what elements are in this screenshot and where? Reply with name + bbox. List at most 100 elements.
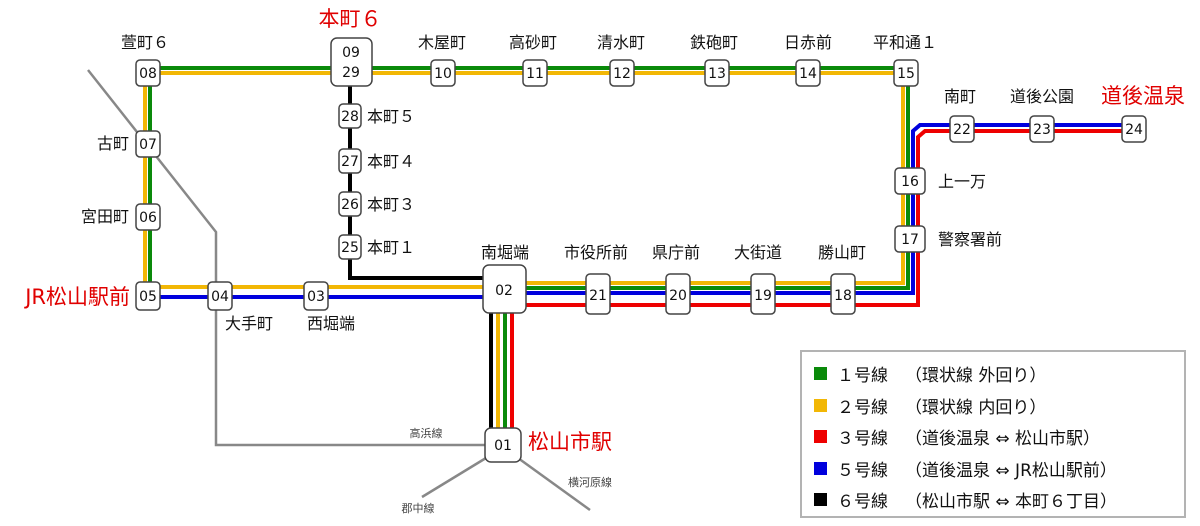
station-code: 10 <box>434 66 452 82</box>
station-07-box <box>135 130 161 158</box>
line-6 <box>348 60 495 445</box>
station-name: 南町 <box>944 87 976 106</box>
legend-line-desc: （環状線 外回り） <box>905 366 1047 387</box>
station-name: 日赤前 <box>784 33 832 52</box>
station-code: 17 <box>901 232 919 248</box>
stations: 01 松山市駅 02 南堀端 03 西堀端 04 大手町 05 JR松山駅前 0… <box>23 7 1185 463</box>
legend-row: ５号線（道後温泉 ⇔ JR松山駅前） <box>814 453 1184 485</box>
station-name-honmachi6: 本町６ <box>319 7 382 31</box>
legend-line-name: ３号線 <box>837 429 888 450</box>
station-code: 26 <box>341 197 359 213</box>
station-11-box <box>522 59 548 87</box>
station-20-box <box>665 273 691 315</box>
station-01-box <box>484 427 522 463</box>
station-04-box <box>207 281 233 311</box>
station-09-29-box <box>330 37 373 87</box>
station-23-box <box>1029 115 1055 143</box>
legend-line-name: ６号線 <box>837 492 888 513</box>
station-code: 08 <box>139 66 157 82</box>
line-5 <box>150 123 1130 299</box>
station-name: 清水町 <box>597 33 645 52</box>
station-code: 03 <box>307 289 325 305</box>
station-name: 鉄砲町 <box>690 33 738 52</box>
station-code: 27 <box>341 154 359 170</box>
station-name: 古町 <box>97 134 129 153</box>
station-name: 本町３ <box>367 195 415 214</box>
station-code: 18 <box>834 288 852 304</box>
station-code: 22 <box>953 122 971 138</box>
station-26-box <box>338 191 362 217</box>
station-27-box <box>338 148 362 174</box>
gunchu-line <box>421 456 487 499</box>
legend-row: ６号線 （松山市駅 ⇔ 本町６丁目） <box>814 484 1184 516</box>
station-06-box <box>135 203 161 231</box>
legend-line-name: ５号線 <box>837 460 888 481</box>
legend-swatch <box>814 398 827 412</box>
station-name: 本町５ <box>367 107 415 126</box>
station-code: 23 <box>1033 122 1051 138</box>
legend-line-name: １号線 <box>837 366 888 387</box>
station-name-jr-matsuyama: JR松山駅前 <box>23 285 130 309</box>
station-code: 04 <box>211 289 229 305</box>
station-14-box <box>795 59 821 87</box>
station-name: 勝山町 <box>818 243 866 262</box>
legend-swatch <box>814 430 827 444</box>
station-code: 02 <box>495 283 513 299</box>
station-25-box <box>338 234 362 260</box>
station-name: 大手町 <box>225 314 273 333</box>
station-name: 県庁前 <box>652 243 700 262</box>
station-19-box <box>750 273 776 315</box>
station-name: 西堀端 <box>307 314 355 333</box>
station-name: 平和通１ <box>873 33 937 52</box>
station-18-box <box>830 273 856 315</box>
station-code: 11 <box>526 66 544 82</box>
station-17-box <box>894 225 926 253</box>
station-code: 06 <box>139 210 157 226</box>
station-code: 13 <box>708 66 726 82</box>
legend-line-desc: （道後温泉 ⇔ 松山市駅） <box>905 429 1101 450</box>
station-name: 大街道 <box>734 243 782 262</box>
station-code: 28 <box>341 109 359 125</box>
station-code: 25 <box>341 240 359 256</box>
legend-row: ３号線 （道後温泉 ⇔ 松山市駅） <box>814 421 1184 453</box>
station-code: 14 <box>799 66 817 82</box>
legend-line-desc: （環状線 内回り） <box>905 397 1047 418</box>
station-code: 24 <box>1125 122 1143 138</box>
station-code: 09 <box>342 45 360 61</box>
station-name: 市役所前 <box>564 243 628 262</box>
station-code: 20 <box>669 288 687 304</box>
station-08-box <box>135 59 161 87</box>
yokogawara-line <box>517 456 591 512</box>
station-code: 29 <box>342 65 360 81</box>
jr-label-yokogawara: 横河原線 <box>568 475 612 489</box>
station-name: 警察署前 <box>938 230 1002 249</box>
legend-swatch <box>814 493 827 507</box>
station-10-box <box>430 59 456 87</box>
station-name: 本町４ <box>367 152 415 171</box>
legend-row: ２号線 （環状線 内回り） <box>814 390 1184 422</box>
station-name-dogo-onsen: 道後温泉 <box>1101 84 1185 108</box>
station-name: 道後公園 <box>1010 87 1074 106</box>
station-name: 上一万 <box>938 172 986 191</box>
legend-line-desc: （松山市駅 ⇔ 本町６丁目） <box>905 492 1118 513</box>
jr-label-takahama: 高浜線 <box>410 426 443 440</box>
station-16-box <box>894 167 926 195</box>
station-code: 07 <box>139 137 157 153</box>
station-24-box <box>1121 115 1147 143</box>
station-name: 南堀端 <box>481 243 529 262</box>
station-22-box <box>949 115 975 143</box>
legend-line-name: ２号線 <box>837 397 888 418</box>
station-code: 15 <box>897 66 915 82</box>
legend-swatch <box>814 461 827 475</box>
legend-swatch <box>814 367 827 381</box>
station-code: 12 <box>613 66 631 82</box>
station-code: 21 <box>589 288 607 304</box>
station-code: 16 <box>901 174 919 190</box>
station-12-box <box>609 59 635 87</box>
station-name: 本町１ <box>367 238 415 257</box>
station-28-box <box>338 103 362 129</box>
station-03-box <box>303 281 329 311</box>
station-21-box <box>585 273 611 315</box>
station-13-box <box>704 59 730 87</box>
